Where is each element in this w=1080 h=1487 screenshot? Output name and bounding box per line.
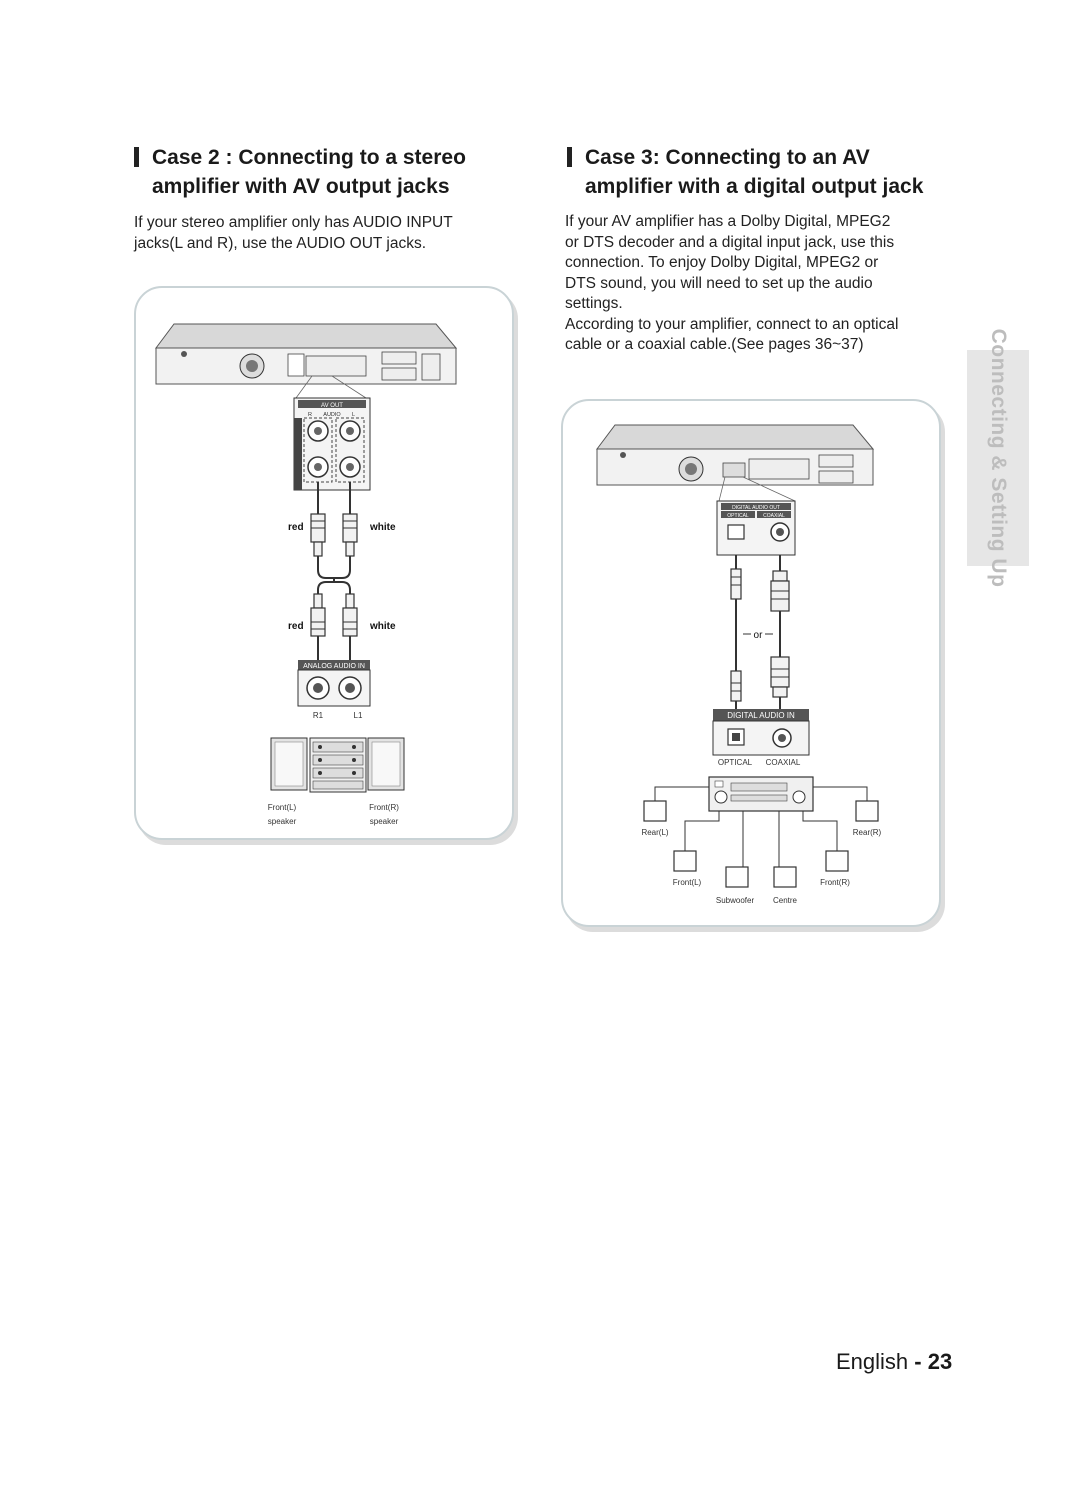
case2-body-line2: jacks(L and R), use the AUDIO OUT jacks. [134, 234, 427, 252]
optical-cable-icon [730, 568, 742, 731]
page-number: 23 [927, 1349, 953, 1374]
front-r-label: Front(R) [820, 878, 850, 887]
r1-label: R1 [313, 711, 324, 720]
section-side-tab: Connecting & Setting Up [967, 329, 1029, 587]
front-r-label: Front(R) [369, 803, 399, 812]
or-label: or [754, 630, 764, 641]
case2-diagram-panel: AV OUT AUDIO R L [134, 286, 514, 840]
case3-body-line: DTS sound, you will need to set up the a… [565, 274, 873, 292]
rca-plug-white-top [342, 513, 358, 557]
page-footer: English - 23 [836, 1349, 952, 1375]
digital-audio-in-panel: DIGITAL AUDIO IN OPTICAL COAXIAL [712, 709, 810, 767]
centre-speaker-icon [773, 866, 797, 888]
speaker-wiring [654, 786, 868, 867]
case3-body-line: or DTS decoder and a digital input jack,… [565, 233, 895, 251]
heading-bar [567, 147, 572, 167]
front-l-label: Front(L) [268, 803, 297, 812]
l1-label: L1 [354, 711, 363, 720]
front-l-label: Front(L) [673, 878, 702, 887]
case3-title-line1: Case 3: Connecting to an AV [585, 146, 870, 169]
dvd-recorder-rear-icon [155, 323, 458, 385]
subwoofer-label: Subwoofer [716, 896, 755, 905]
case3-body: If your AV amplifier has a Dolby Digital… [565, 212, 898, 356]
case2-body-line1: If your stereo amplifier only has AUDIO … [134, 214, 453, 231]
optical-label: OPTICAL [718, 758, 753, 767]
coaxial-label: COAXIAL [766, 758, 801, 767]
case3-diagram-panel: DIGITAL AUDIO OUT OPTICAL COAXIAL [561, 399, 941, 927]
subwoofer-speaker-icon [725, 866, 749, 888]
dvd-recorder-rear-icon [596, 424, 875, 486]
av-out-jack-panel: AV OUT AUDIO R L [293, 397, 371, 491]
footer-language: English [836, 1349, 909, 1374]
white-label-top: white [369, 522, 396, 533]
coaxial-small-label: COAXIAL [763, 513, 785, 519]
rear-r-speaker-icon [855, 800, 879, 822]
stereo-system-icon [270, 737, 405, 793]
av-amplifier-icon [708, 776, 814, 812]
front-r-speaker-icon [825, 850, 849, 872]
audio-label: AUDIO [323, 412, 341, 418]
rear-l-label: Rear(L) [641, 828, 668, 837]
case3-heading: Case 3: Connecting to an AV amplifier wi… [567, 143, 924, 201]
case3-body-line: connection. To enjoy Dolby Digital, MPEG… [565, 254, 879, 271]
case3-body-line: cable or a coaxial cable.(See pages 36~3… [565, 336, 864, 353]
front-l-sub-label: speaker [268, 817, 297, 826]
red-label-top: red [288, 522, 304, 533]
case2-title-line1: Case 2 : Connecting to a stereo [152, 146, 466, 169]
case3-connection-diagram: DIGITAL AUDIO OUT OPTICAL COAXIAL [596, 424, 882, 905]
case3-body-line: settings. [565, 295, 623, 312]
av-out-label: AV OUT [321, 403, 343, 409]
case2-title-line2: amplifier with AV output jacks [152, 175, 450, 198]
front-l-speaker-icon [673, 850, 697, 872]
case3-title-line2: amplifier with a digital output jack [585, 175, 924, 198]
rear-l-speaker-icon [643, 800, 667, 822]
analog-audio-in-label: ANALOG AUDIO IN [303, 663, 365, 670]
case2-connection-diagram: AV OUT AUDIO R L [155, 323, 458, 826]
heading-bar [134, 147, 139, 167]
case2-heading: Case 2 : Connecting to a stereo amplifie… [134, 143, 466, 201]
rear-r-label: Rear(R) [853, 828, 882, 837]
front-r-sub-label: speaker [370, 817, 399, 826]
centre-label: Centre [773, 896, 798, 905]
rca-plug-white-bottom [342, 593, 358, 637]
digital-audio-in-label: DIGITAL AUDIO IN [727, 711, 795, 720]
side-tab-label: Connecting & Setting Up [987, 328, 1010, 588]
case2-body: If your stereo amplifier only has AUDIO … [134, 213, 453, 254]
rca-plug-red-top [310, 513, 326, 557]
r-mark: R [308, 412, 312, 418]
coaxial-cable-icon [770, 570, 790, 731]
rca-plug-red-bottom [310, 593, 326, 637]
digital-audio-out-panel: DIGITAL AUDIO OUT OPTICAL COAXIAL [716, 500, 796, 556]
red-label-bottom: red [288, 621, 304, 632]
digital-audio-out-label: DIGITAL AUDIO OUT [732, 505, 780, 511]
footer-separator: - [908, 1349, 928, 1374]
analog-audio-in-panel: ANALOG AUDIO IN R1 L1 [297, 660, 371, 720]
white-label-bottom: white [369, 621, 396, 632]
l-mark: L [352, 412, 355, 418]
optical-small-label: OPTICAL [727, 513, 749, 519]
case3-body-line: According to your amplifier, connect to … [565, 315, 899, 333]
case3-body-line: If your AV amplifier has a Dolby Digital… [565, 213, 891, 230]
